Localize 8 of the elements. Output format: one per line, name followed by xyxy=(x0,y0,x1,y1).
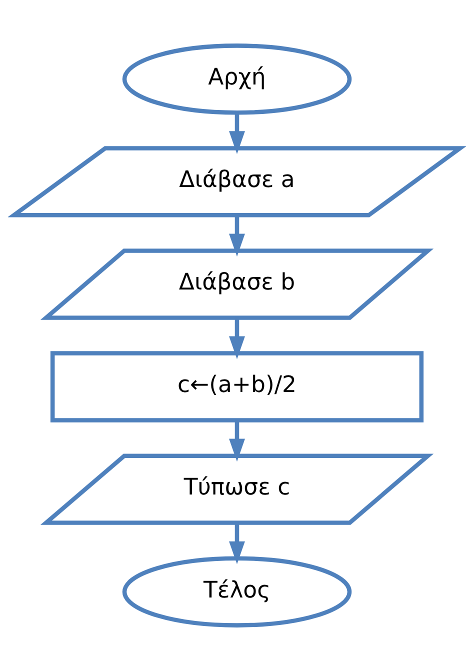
node-box: c←(a+b)/2 xyxy=(50,351,424,422)
arrow xyxy=(229,318,245,360)
node-ellipse: Τέλος xyxy=(122,556,352,628)
node-ellipse: Αρχή xyxy=(122,44,352,115)
arrow xyxy=(229,420,245,462)
arrow xyxy=(229,112,245,154)
arrow xyxy=(229,215,245,257)
arrow xyxy=(229,522,245,564)
